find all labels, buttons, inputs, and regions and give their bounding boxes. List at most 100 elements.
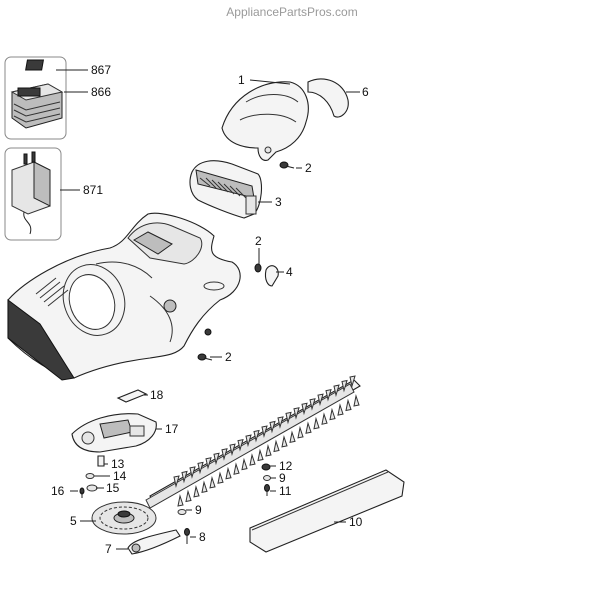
blade-tooth-upper [261,425,268,438]
leader-lines [56,69,360,550]
blade-tooth-upper [173,475,180,488]
blade-tooth-upper [277,416,284,429]
part-9a-washer [177,509,187,515]
blade-tooth-lower [249,453,256,466]
watermark: AppliancePartsPros.com [226,5,357,19]
callout-7: 7 [105,542,112,556]
part-6-cap [307,78,349,118]
blade-tooth-upper [253,429,260,443]
blade-tooth-upper [309,398,316,411]
blade-tooth-lower [177,494,184,507]
blade-teeth [173,375,360,507]
callout-3: 3 [275,195,282,209]
callout-2a: 2 [305,161,312,175]
callout-15: 15 [106,481,120,495]
blade-tooth-lower [209,475,216,489]
part-18-plate [116,389,148,403]
callout-1: 1 [238,73,245,87]
callout-5: 5 [70,514,77,528]
callout-11: 11 [279,484,292,498]
blade-tooth-lower [217,471,224,484]
callout-871: 871 [83,183,103,197]
callout-9b: 9 [279,471,286,485]
battery-box [4,56,67,140]
blade-tooth-upper [301,402,308,416]
callout-12: 12 [279,459,293,473]
callout-16: 16 [51,484,65,498]
blade-tooth-lower [297,425,304,439]
screw-2b [254,263,262,273]
blade-tooth-upper [285,411,292,425]
part-8-screw [184,528,190,544]
blade-tooth-upper [229,443,236,457]
part-5-gear [91,501,157,535]
blade-tooth-lower [353,394,360,407]
callout-8: 8 [199,530,206,544]
main-housing [7,212,241,381]
callout-13: 13 [111,457,125,471]
callout-867: 867 [91,63,111,77]
callout-18: 18 [150,388,164,402]
blade-tooth-upper [245,434,252,448]
blade-tooth-upper [333,384,340,398]
blade-tooth-lower [337,403,344,416]
blade-tooth-upper [213,452,220,466]
blade-tooth-lower [313,416,320,430]
part-16-screw [79,487,85,498]
blade-tooth-upper [181,470,188,484]
part-7-crank [127,529,181,555]
blade-tooth-upper [349,375,356,388]
callout-14: 14 [113,469,127,483]
blade-tooth-lower [257,448,264,462]
part-13-pin [97,455,105,467]
blade-tooth-upper [197,461,204,475]
part-15-washer [86,484,98,492]
blade-tooth-lower [185,489,192,503]
blade-tooth-lower [345,398,352,412]
callout-6: 6 [362,85,369,99]
blade-assembly [145,375,361,509]
blade-tooth-lower [289,430,296,444]
screw-2c [197,353,213,361]
blade-tooth-lower [329,407,336,421]
part-17-gearbox [71,413,157,453]
blade-tooth-lower [201,480,208,494]
callout-17: 17 [165,422,179,436]
blade-tooth-lower [281,434,288,448]
blade-tooth-lower [193,484,200,498]
screw-2a [279,161,295,169]
blade-tooth-upper [205,457,212,470]
blade-tooth-upper [325,388,332,402]
callout-9a: 9 [195,503,202,517]
blade-tooth-lower [321,412,328,425]
part-12-nut [261,463,271,471]
callout-4: 4 [286,265,293,279]
part-14-washer [85,473,95,479]
blade-tooth-upper [221,448,228,461]
battery-charger [4,147,62,241]
blade-tooth-upper [189,466,196,479]
callout-labels: 867 866 871 1 6 2 3 2 4 2 18 17 13 14 15… [51,63,369,556]
part-4-clip [264,265,279,287]
callout-2c: 2 [225,350,232,364]
blade-tooth-lower [233,462,240,475]
part-1-guard [221,81,309,161]
blade-tooth-upper [317,393,324,407]
callout-10: 10 [349,515,363,529]
part-3-handle [189,160,263,219]
callout-866: 866 [91,85,111,99]
part-9b-washer [263,475,271,481]
blade-tooth-upper [341,379,348,393]
blade-tooth-upper [269,420,276,434]
blade-tooth-lower [241,457,248,471]
callout-2b: 2 [255,234,262,248]
blade-tooth-upper [293,407,300,420]
blade-tooth-lower [305,421,312,434]
blade-tooth-lower [273,439,280,453]
blade-tooth-lower [225,466,232,480]
part-11-screw [264,484,270,496]
blade-tooth-upper [237,438,244,452]
part-10-sheath [249,469,405,553]
blade-tooth-lower [265,444,272,457]
